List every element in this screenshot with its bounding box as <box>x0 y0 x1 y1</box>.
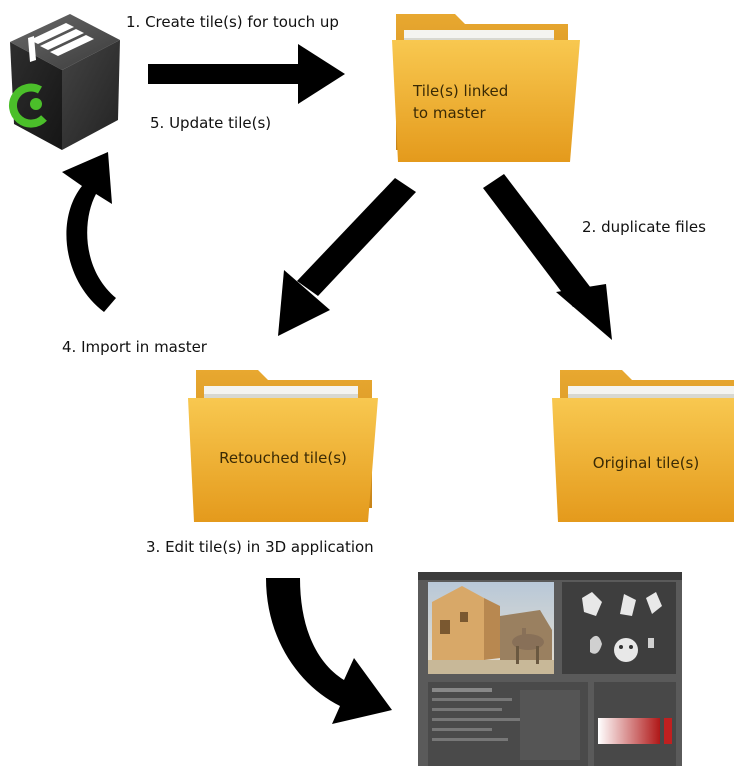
folder-icon-linked <box>392 14 580 162</box>
folder-label-retouched: Retouched tile(s) <box>219 449 347 467</box>
cube-app-icon <box>8 14 120 150</box>
step-3-label: 3. Edit tile(s) in 3D application <box>146 538 374 556</box>
folder-label-linked-line1: Tile(s) linked <box>412 82 508 100</box>
arrow-create-tiles <box>148 44 345 104</box>
step-5-label: 5. Update tile(s) <box>150 114 271 132</box>
arrow-edit-3d <box>266 578 392 724</box>
arrow-to-retouched <box>278 178 416 336</box>
arrow-duplicate-files <box>483 174 612 340</box>
folder-icon-retouched <box>188 370 378 522</box>
folder-label-linked-line2: to master <box>413 104 487 122</box>
step-1-label: 1. Create tile(s) for touch up <box>126 13 339 31</box>
step-2-label: 2. duplicate files <box>582 218 706 236</box>
arrow-import-master <box>62 152 116 312</box>
3d-editor-screenshot <box>418 572 682 766</box>
step-4-label: 4. Import in master <box>62 338 208 356</box>
folder-label-original: Original tile(s) <box>593 454 699 472</box>
folder-icon-original <box>552 370 734 522</box>
